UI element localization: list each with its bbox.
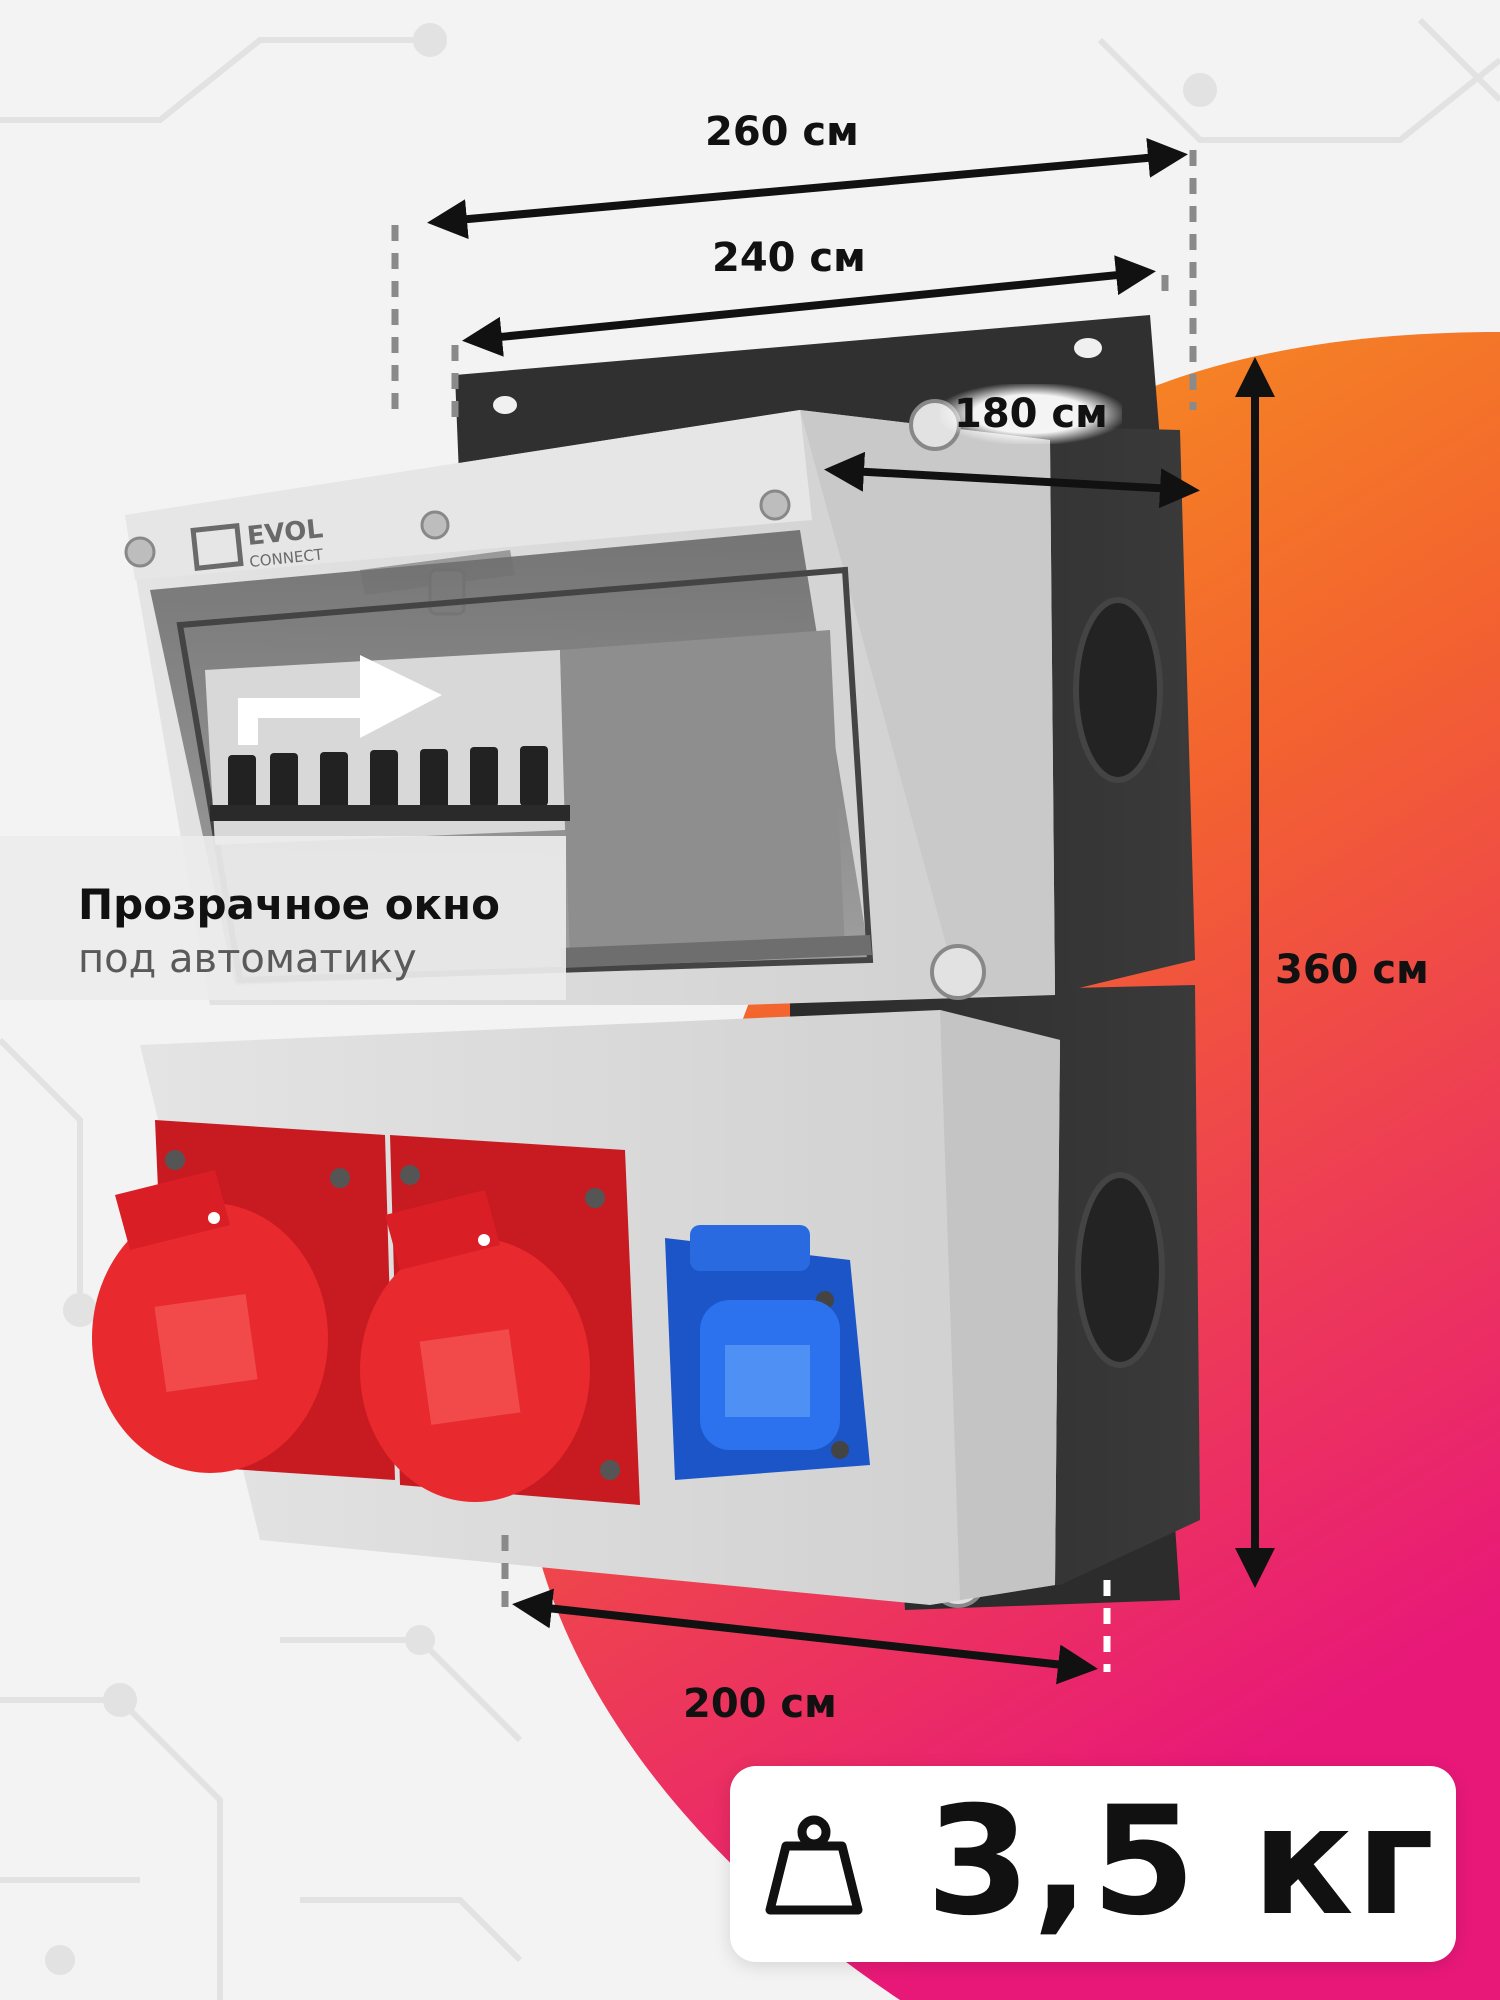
- circuit-breakers: [210, 746, 570, 821]
- dim-arrow-260: [427, 137, 1188, 240]
- dimension-lines: [427, 137, 1275, 1685]
- arrow-right-icon: [238, 655, 442, 745]
- dimension-label-width-inner: 240 см: [712, 235, 866, 281]
- red-socket-1: [92, 1120, 395, 1480]
- blue-socket: [665, 1225, 870, 1480]
- screw-icon: [124, 489, 791, 568]
- dim-arrow-180: [824, 451, 1200, 509]
- red-socket-2: [360, 1135, 640, 1505]
- dimension-label-height: 360 см: [1275, 947, 1429, 993]
- dim-arrow-240: [462, 255, 1156, 357]
- weight-card: 3,5 кг: [730, 1766, 1456, 1962]
- dimension-label-width-outer: 260 см: [705, 109, 859, 155]
- weight-value: 3,5 кг: [926, 1775, 1437, 1949]
- dimension-guides: [391, 150, 1197, 1610]
- dimension-label-depth: 180 см: [940, 384, 1122, 444]
- cable-gland-upper: [1073, 597, 1163, 783]
- feature-callout: Прозрачное окно под автоматику: [0, 836, 566, 1000]
- brand-logo: EVOL CONNECT: [190, 514, 325, 571]
- mount-hole: [1074, 338, 1102, 358]
- cable-gland-lower: [1075, 1172, 1165, 1368]
- dim-arrow-200: [512, 1588, 1098, 1685]
- weight-icon: [765, 1815, 863, 1915]
- circuit-pattern: [0, 17, 1500, 2000]
- feature-subtitle: под автоматику: [78, 936, 417, 982]
- dimension-label-bottom-width: 200 см: [683, 1681, 837, 1727]
- feature-title: Прозрачное окно: [78, 880, 500, 929]
- mount-hole: [493, 396, 517, 414]
